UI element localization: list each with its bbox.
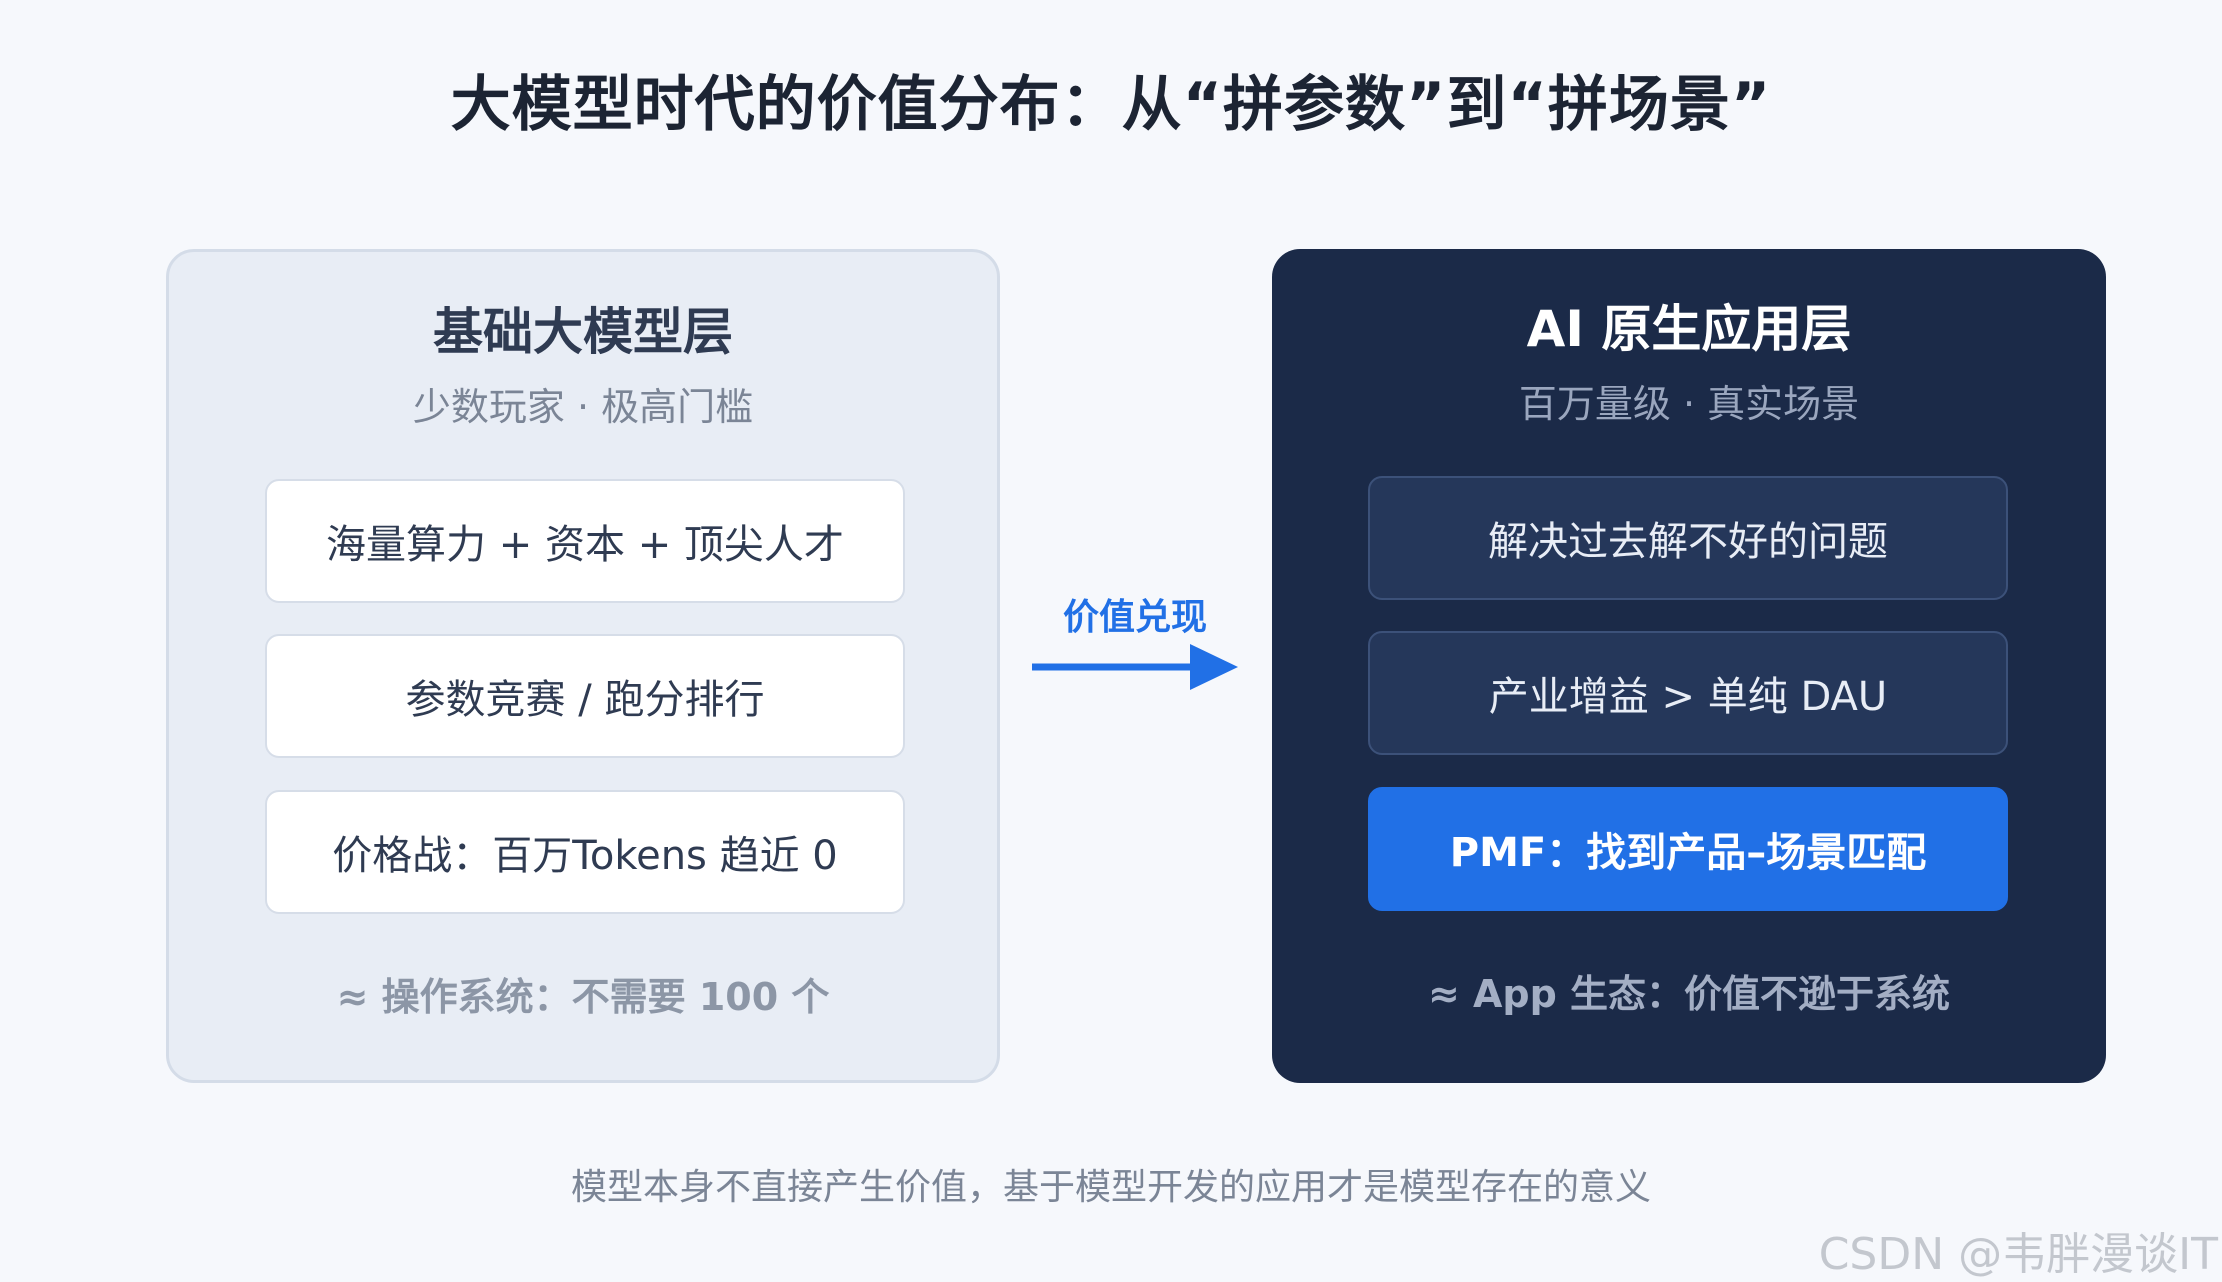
value-arrow-icon: [1032, 644, 1238, 690]
diagram-caption: 模型本身不直接产生价值，基于模型开发的应用才是模型存在的意义: [570, 1167, 1651, 1208]
app-panel-footer: ≈ App 生态：价值不逊于系统: [1427, 972, 1951, 1016]
app-panel-title: AI 原生应用层: [1526, 300, 1852, 358]
app-panel-subtitle: 百万量级 · 真实场景: [1518, 382, 1860, 426]
ai-native-app-panel: AI 原生应用层 百万量级 · 真实场景 解决过去解不好的问题 产业增益 > 单…: [1272, 249, 2106, 1083]
foundation-card-benchmark: 参数竞赛 / 跑分排行: [265, 634, 905, 758]
app-card-industry-gain: 产业增益 > 单纯 DAU: [1368, 631, 2008, 755]
foundation-card-resources: 海量算力 + 资本 + 顶尖人才: [265, 479, 905, 603]
watermark: CSDN @韦胖漫谈IT: [1818, 1229, 2218, 1280]
value-arrow-label: 价值兑现: [1062, 597, 1207, 638]
foundation-panel-title: 基础大模型层: [433, 303, 733, 361]
foundation-model-panel: 基础大模型层 少数玩家 · 极高门槛 海量算力 + 资本 + 顶尖人才 参数竞赛…: [166, 249, 1000, 1083]
app-card-problems: 解决过去解不好的问题: [1368, 476, 2008, 600]
app-card-pmf: PMF：找到产品–场景匹配: [1368, 787, 2008, 911]
foundation-panel-footer: ≈ 操作系统：不需要 100 个: [336, 975, 830, 1019]
foundation-panel-subtitle: 少数玩家 · 极高门槛: [412, 385, 754, 429]
diagram-title: 大模型时代的价值分布：从“拼参数”到“拼场景”: [450, 70, 1772, 140]
foundation-card-price-war: 价格战：百万Tokens 趋近 0: [265, 790, 905, 914]
